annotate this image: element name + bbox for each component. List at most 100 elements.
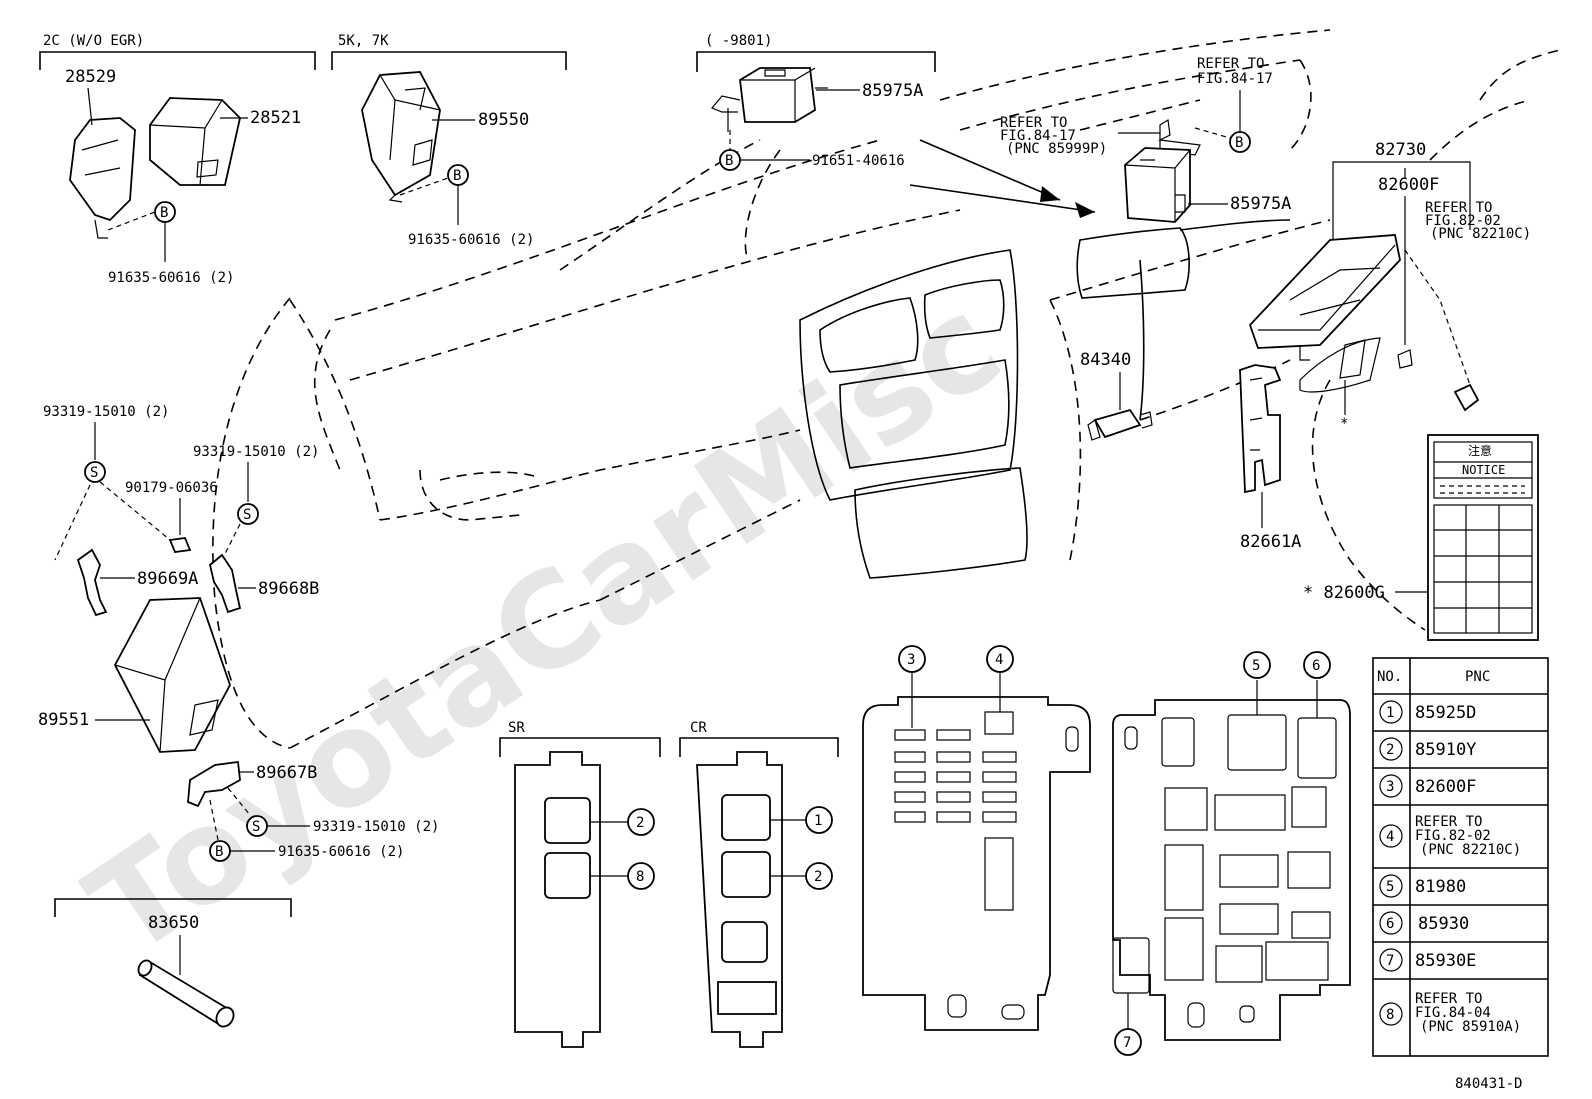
label-93319-c: 93319-15010 (2) xyxy=(313,819,439,835)
jb-socket-4[interactable] xyxy=(984,711,1014,735)
svg-text:(PNC 82210C): (PNC 82210C) xyxy=(1430,226,1531,242)
label-89667b: 89667B xyxy=(256,763,317,783)
junction-block-area: 82730 82600F REFER TO FIG.82-02 (PNC 822… xyxy=(1248,140,1531,432)
switch-84340: 84340 xyxy=(1080,350,1153,441)
svg-text:REFER TO: REFER TO xyxy=(1415,991,1482,1007)
label-89668b: 89668B xyxy=(258,579,319,599)
svg-text:REFER TO: REFER TO xyxy=(1415,814,1482,830)
svg-text:B: B xyxy=(1235,135,1243,151)
svg-text:FIG.84-17: FIG.84-17 xyxy=(1197,71,1273,87)
bracket-89668b[interactable] xyxy=(208,553,242,614)
cr-relay-1[interactable] xyxy=(721,794,771,841)
svg-text:S: S xyxy=(252,819,260,835)
callout-cr-1: 1 xyxy=(814,813,822,829)
cr-relay-2[interactable] xyxy=(721,851,771,898)
cr-relay-b[interactable] xyxy=(717,981,777,1015)
label-82600g: * 82600G xyxy=(1303,583,1385,603)
svg-text:(PNC 85999P): (PNC 85999P) xyxy=(1006,141,1107,157)
label-91651: 91651-40616 xyxy=(812,153,905,169)
table-row: 2 85910Y xyxy=(1379,737,1476,761)
table-row: 8 REFER TO FIG.84-04 (PNC 85910A) xyxy=(1379,991,1521,1035)
junction-block-left xyxy=(862,670,1091,1031)
svg-text:FIG.82-02: FIG.82-02 xyxy=(1415,828,1491,844)
table-row: 6 85930 xyxy=(1379,911,1469,935)
table-row: 1 85925D xyxy=(1379,700,1476,724)
group-9801: ( -9801) 85975A B 91651-40616 xyxy=(696,33,936,171)
table-row: 5 81980 xyxy=(1379,874,1466,898)
svg-text:REFER TO: REFER TO xyxy=(1000,115,1067,131)
svg-text:85910Y: 85910Y xyxy=(1415,740,1476,760)
svg-text:FIG.82-02: FIG.82-02 xyxy=(1425,213,1501,229)
label-28521: 28521 xyxy=(250,108,301,128)
relay-board-cr: CR xyxy=(679,720,839,1048)
bolt-marker-b xyxy=(1229,131,1251,153)
svg-text:REFER TO: REFER TO xyxy=(1425,200,1492,216)
label-82661a: 82661A xyxy=(1240,532,1301,552)
dashboard-outline xyxy=(212,29,1561,749)
svg-text:S: S xyxy=(243,507,251,523)
sr-relay-2[interactable] xyxy=(544,797,591,844)
bracket-body[interactable] xyxy=(1239,364,1282,494)
label-sheet: 注意 NOTICE * 82600G xyxy=(1303,434,1539,641)
module-28529[interactable] xyxy=(69,117,136,222)
screw-marker-s xyxy=(237,503,259,525)
svg-text:SR: SR xyxy=(508,720,525,736)
group-label-9801: ( -9801) xyxy=(705,33,772,49)
sr-relay-8[interactable] xyxy=(544,852,591,899)
svg-text:4: 4 xyxy=(1386,829,1394,845)
fuse-rows xyxy=(894,729,1017,823)
svg-text:REFER TO: REFER TO xyxy=(1197,56,1264,72)
callout-cr-2: 2 xyxy=(814,869,822,885)
callout-3: 3 xyxy=(907,652,915,668)
callouts: 2 8 1 2 3 4 5 6 7 xyxy=(627,645,1331,1056)
svg-text:(PNC 85910A): (PNC 85910A) xyxy=(1420,1019,1521,1035)
label-82600f: 82600F xyxy=(1378,175,1439,195)
bracket-89669a[interactable] xyxy=(76,548,108,617)
bracket-89667b[interactable] xyxy=(187,760,241,808)
junction-block-82730[interactable] xyxy=(1248,234,1401,349)
table-row: 3 82600F xyxy=(1379,774,1476,798)
module-89550[interactable] xyxy=(361,71,441,197)
svg-text:2: 2 xyxy=(1386,742,1394,758)
label-sheet-82600g xyxy=(1427,434,1539,641)
label-91635-c: 91635-60616 (2) xyxy=(278,844,404,860)
callout-sr-8: 8 xyxy=(636,869,644,885)
svg-text:85930E: 85930E xyxy=(1415,951,1476,971)
refer-84-17: REFER TO FIG.84-17 B REFER TO FIG.84-17 … xyxy=(1000,56,1291,223)
label-93319-a: 93319-15010 (2) xyxy=(43,404,169,420)
group-label-2c: 2C (W/O EGR) xyxy=(43,33,144,49)
svg-text:85925D: 85925D xyxy=(1415,703,1476,723)
label-93319-b: 93319-15010 (2) xyxy=(193,444,319,460)
svg-text:81980: 81980 xyxy=(1415,877,1466,897)
jb2-slots[interactable] xyxy=(1112,714,1337,994)
bracket-82661a: 82661A xyxy=(1239,364,1301,552)
cr-relay-a[interactable] xyxy=(721,921,768,963)
group-89551: 93319-15010 (2) S 90179-06036 93319-1501… xyxy=(38,404,439,862)
label-90179: 90179-06036 xyxy=(125,480,218,496)
svg-text:5: 5 xyxy=(1386,879,1394,895)
switch-body[interactable] xyxy=(1093,408,1142,439)
svg-text:(PNC 82210C): (PNC 82210C) xyxy=(1420,842,1521,858)
svg-text:B: B xyxy=(725,153,733,169)
jb2-body xyxy=(1112,699,1351,1041)
svg-text:CR: CR xyxy=(690,720,707,736)
callout-5: 5 xyxy=(1252,658,1260,674)
nut-90179 xyxy=(168,537,192,553)
junction-block-right xyxy=(1112,680,1351,1041)
label-28529: 28529 xyxy=(65,67,116,87)
svg-text:S: S xyxy=(90,465,98,481)
module-85975a-upper[interactable] xyxy=(739,67,816,123)
label-89551: 89551 xyxy=(38,710,89,730)
module-28521[interactable] xyxy=(149,97,241,186)
svg-text:B: B xyxy=(215,844,223,860)
label-82730: 82730 xyxy=(1375,140,1426,160)
callout-7: 7 xyxy=(1123,1035,1131,1051)
pnc-table: NO. PNC 1 85925D 2 85910Y 3 82600F 4 REF… xyxy=(1372,657,1549,1057)
clip xyxy=(1453,383,1480,412)
module-85975a-lower[interactable] xyxy=(1124,147,1191,223)
group-83650: 83650 xyxy=(54,898,292,1028)
figure-id: 840431-D xyxy=(1455,1076,1522,1092)
jb-body xyxy=(862,696,1091,1031)
svg-text:B: B xyxy=(453,168,461,184)
